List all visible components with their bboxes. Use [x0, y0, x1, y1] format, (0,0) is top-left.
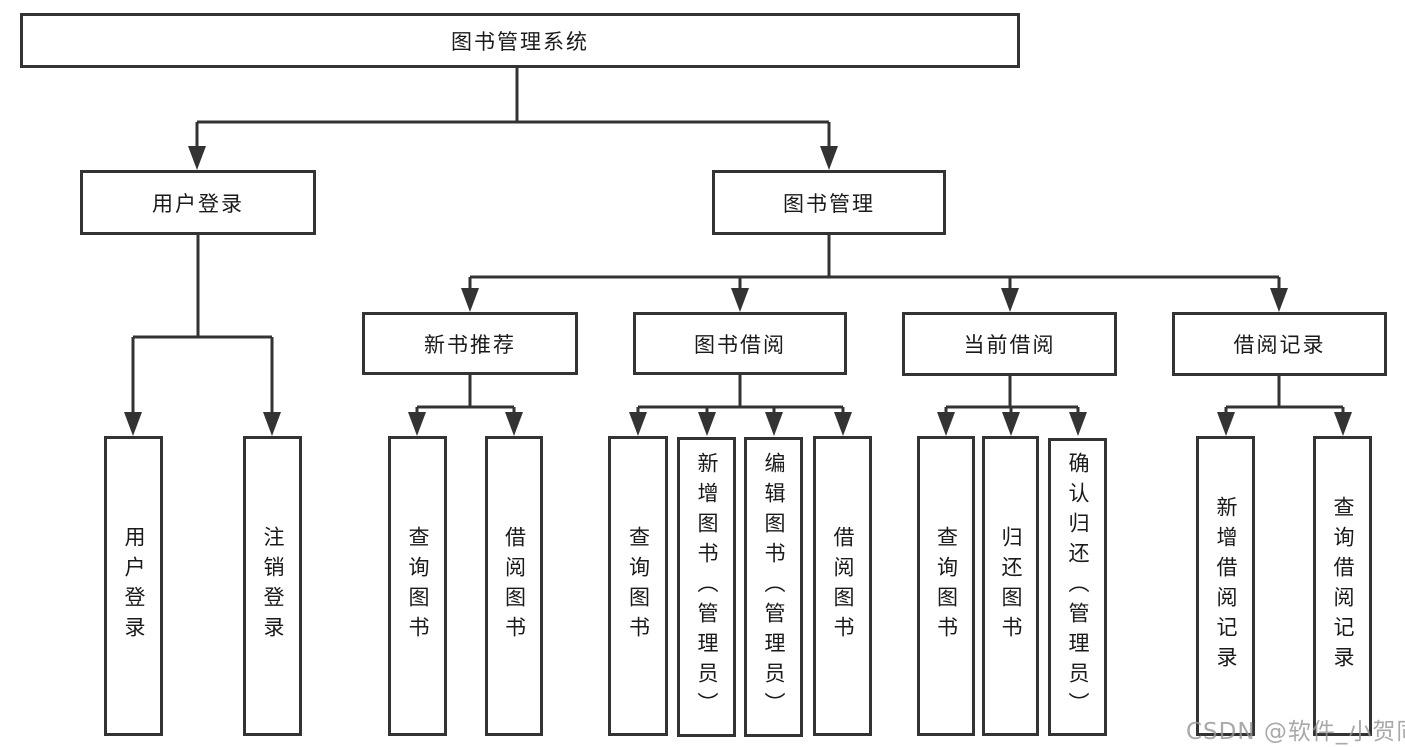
leaf-user-login: 用户登录	[104, 436, 163, 736]
leaf-query-books-2: 查询图书	[608, 436, 668, 736]
leaf-query-books-1: 查询图书	[388, 436, 447, 736]
leaf-borrow-books-1: 借阅图书	[485, 436, 543, 736]
leaf-query-books-3: 查询图书	[917, 436, 975, 736]
leaf-return-books: 归还图书	[982, 436, 1039, 736]
leaf-logout: 注销登录	[243, 436, 302, 736]
node-user-login: 用户登录	[80, 170, 316, 235]
csdn-watermark: CSDN @软件_小贺同学	[1186, 719, 1405, 745]
leaf-borrow-books-2: 借阅图书	[813, 436, 872, 736]
leaf-edit-book-admin: 编辑图书（管理员）	[744, 437, 803, 737]
node-new-book-recommendation: 新书推荐	[362, 312, 578, 375]
leaf-query-borrow-record: 查询借阅记录	[1313, 436, 1372, 736]
node-book-borrowing: 图书借阅	[633, 312, 847, 375]
node-book-management: 图书管理	[712, 170, 946, 235]
node-current-borrowing: 当前借阅	[902, 312, 1117, 376]
leaf-add-book-admin: 新增图书（管理员）	[677, 437, 736, 737]
node-borrowing-records: 借阅记录	[1172, 312, 1387, 376]
leaf-confirm-return-admin: 确认归还（管理员）	[1048, 438, 1107, 736]
node-library-management-system: 图书管理系统	[20, 13, 1020, 68]
arrowheads	[124, 146, 1352, 436]
leaf-add-borrow-record: 新增借阅记录	[1196, 436, 1255, 736]
